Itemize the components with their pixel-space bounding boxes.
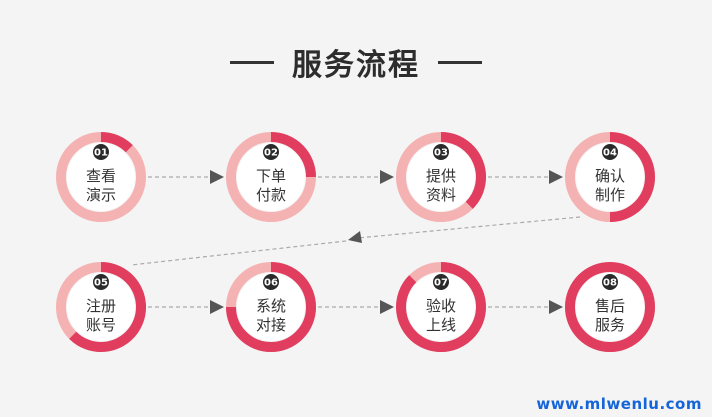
step-number: 01 [94, 148, 108, 159]
step-inner-circle [67, 143, 135, 211]
step-ring-progress [440, 132, 486, 209]
watermark-url: www.mlwenlu.com [536, 395, 702, 413]
step-ring-progress [396, 262, 486, 352]
step-number-badge [433, 274, 449, 290]
page-title: 服务流程 [292, 48, 420, 83]
step-number-badge [93, 274, 109, 290]
arrow-right-icon [210, 170, 224, 184]
title-line-left [230, 60, 274, 64]
step-ring-progress [609, 132, 655, 222]
title-line-right [438, 60, 482, 64]
arrow-right-icon [380, 170, 394, 184]
step-inner-circle [67, 273, 135, 341]
step-number: 06 [264, 278, 278, 289]
step-number-badge [602, 274, 618, 290]
step-label-line1: 注册 [86, 297, 116, 315]
step-inner-circle [237, 273, 305, 341]
step-number-badge [93, 144, 109, 160]
step-label-line2: 付款 [256, 186, 286, 204]
step-number: 07 [434, 278, 448, 289]
step-inner-circle [576, 273, 644, 341]
step-label-line1: 查看 [86, 167, 116, 185]
step-number-badge [263, 274, 279, 290]
step-number-badge [433, 144, 449, 160]
step-label-line2: 对接 [256, 316, 286, 334]
step-number: 08 [603, 278, 617, 289]
step-number: 04 [603, 148, 617, 159]
step-label-line2: 服务 [595, 316, 625, 334]
arrow-down-left-icon [348, 231, 362, 243]
arrow-right-icon [210, 300, 224, 314]
connector-diagonal-line [130, 240, 347, 266]
connector-diagonal-line [357, 216, 581, 239]
arrow-right-icon [549, 300, 563, 314]
step-number: 03 [434, 148, 448, 159]
step-label-line2: 上线 [426, 316, 456, 334]
step-inner-circle [407, 273, 475, 341]
step-ring-progress [565, 262, 655, 352]
step-ring-progress [69, 262, 146, 352]
step-ring-progress [226, 262, 316, 352]
step-label-line1: 验收 [426, 297, 456, 315]
arrow-right-icon [380, 300, 394, 314]
step-number-badge [263, 144, 279, 160]
step-label-line1: 下单 [256, 167, 286, 185]
step-ring-progress [270, 132, 316, 178]
step-number: 02 [264, 148, 278, 159]
arrow-right-icon [549, 170, 563, 184]
step-label-line2: 制作 [595, 186, 625, 204]
step-label-line2: 资料 [426, 186, 456, 204]
step-label-line1: 确认 [595, 167, 625, 185]
step-number-badge [602, 144, 618, 160]
step-inner-circle [576, 143, 644, 211]
step-label-line1: 系统 [256, 297, 286, 315]
step-inner-circle [237, 143, 305, 211]
step-label-line2: 演示 [86, 186, 116, 204]
title-block: 服务流程 [0, 38, 712, 86]
step-label-line1: 售后 [595, 297, 625, 315]
step-inner-circle [407, 143, 475, 211]
step-ring-progress [100, 132, 133, 153]
step-number: 05 [94, 278, 108, 289]
step-label-line1: 提供 [426, 167, 456, 185]
step-label-line2: 账号 [86, 316, 116, 334]
